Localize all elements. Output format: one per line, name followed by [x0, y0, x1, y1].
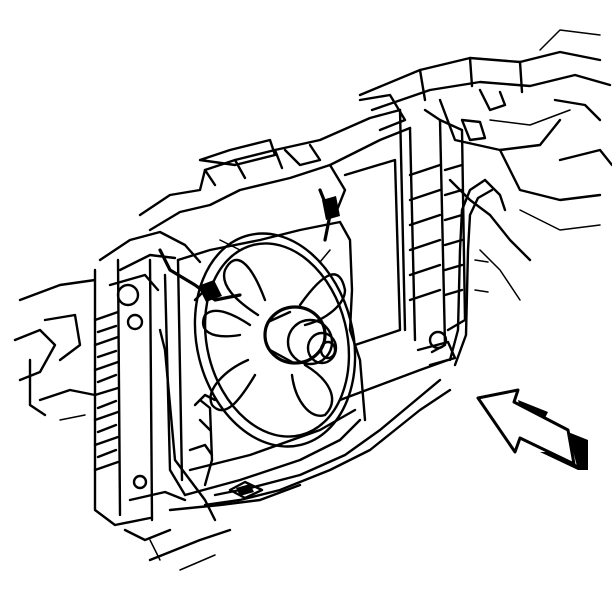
- radiator-left-tank: [93, 258, 187, 561]
- cooling-fan: [193, 232, 357, 448]
- left-body-panel: [13, 278, 97, 421]
- fan-shroud: [163, 220, 367, 497]
- fan-harness: [158, 178, 507, 522]
- direction-arrow: [476, 388, 588, 470]
- body-structure: [358, 29, 612, 301]
- lower-crossmember: [148, 483, 302, 571]
- fan-motor: [263, 305, 338, 366]
- radiator-upper-support: [98, 93, 412, 272]
- radiator-core: [343, 108, 467, 367]
